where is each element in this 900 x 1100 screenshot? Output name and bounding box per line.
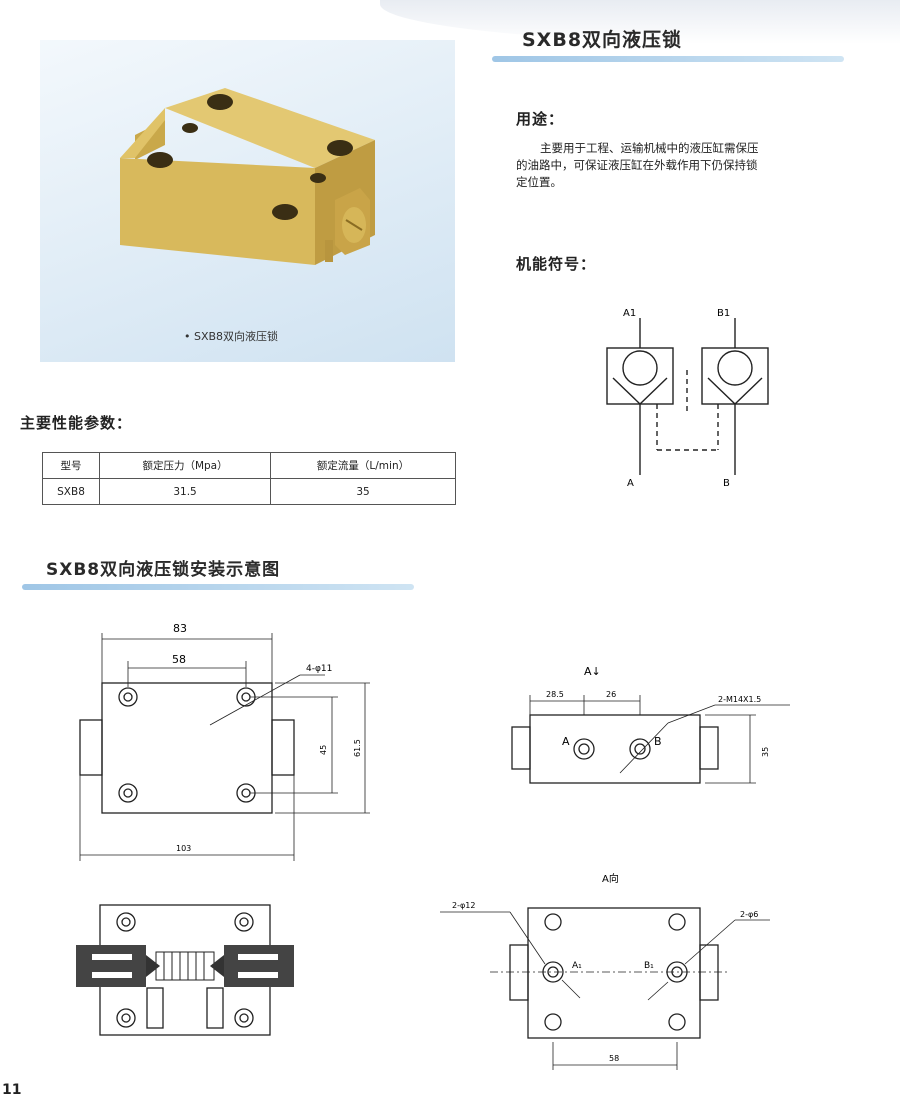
dim-h-outer: 61.5 <box>353 739 362 757</box>
side-port-a: A <box>562 735 570 748</box>
usage-line-1: 主要用于工程、运输机械中的液压缸需保压 <box>540 141 759 155</box>
title-underline <box>492 56 844 62</box>
a-view-port-b1: B₁ <box>644 961 654 971</box>
a-direction-view-drawing: A向 2-φ12 2-φ6 A₁ B₁ 58 <box>440 872 770 1070</box>
port-a-label: A <box>627 478 634 489</box>
dim-side-h: 35 <box>761 747 770 757</box>
page-number: 11 <box>2 1082 22 1098</box>
install-underline <box>22 584 414 590</box>
dim-side-thread: 2-M14X1.5 <box>718 695 761 704</box>
usage-paragraph: 主要用于工程、运输机械中的液压缸需保压 的油路中，可保证液压缸在外载作用下仍保持… <box>516 140 846 191</box>
symbol-heading: 机能符号： <box>516 255 597 273</box>
function-symbol-diagram: A1 B1 A B <box>606 308 769 489</box>
a-view-port-a1: A₁ <box>572 961 582 971</box>
dim-spacing: 58 <box>609 1054 619 1063</box>
side-view-title: A↓ <box>584 665 601 678</box>
usage-line-2: 的油路中，可保证液压缸在外载作用下仍保持锁 <box>516 158 758 172</box>
photo-caption: • SXB8双向液压锁 <box>184 330 279 343</box>
dim-h-inner: 45 <box>319 745 328 755</box>
table-cell: 35 <box>270 478 456 505</box>
port-a1-label: A1 <box>623 308 636 319</box>
product-title-bar: SXB8双向液压锁 <box>492 29 844 62</box>
table-header-cell: 额定压力（Mpa） <box>99 452 272 479</box>
install-title: SXB8双向液压锁安装示意图 <box>46 560 281 580</box>
top-view-drawing: 83 58 4-φ11 103 45 61.5 <box>79 622 370 861</box>
dim-width-outer: 83 <box>173 622 187 635</box>
performance-table: 型号 额定压力（Mpa） 额定流量（L/min） SXB8 31.5 35 <box>41 452 456 505</box>
side-port-b: B <box>654 735 662 748</box>
hydraulic-lock-block-icon <box>120 88 375 265</box>
table-cell: SXB8 <box>41 478 101 505</box>
dim-holes-big: 2-φ12 <box>452 901 475 910</box>
section-view-drawing <box>76 904 294 1036</box>
dim-holes-small: 2-φ6 <box>740 910 758 919</box>
dim-total: 103 <box>176 844 191 853</box>
product-photo <box>40 40 455 362</box>
port-b1-label: B1 <box>717 308 730 319</box>
table-header-cell: 额定流量（L/min） <box>270 452 456 479</box>
table-row: SXB8 31.5 35 <box>41 478 456 505</box>
a-view-title: A向 <box>602 872 619 885</box>
dim-side-d1: 28.5 <box>546 690 564 699</box>
table-header-row: 型号 额定压力（Mpa） 额定流量（L/min） <box>41 452 456 479</box>
port-b-label: B <box>723 478 730 489</box>
dim-width-inner: 58 <box>172 653 186 666</box>
performance-heading: 主要性能参数： <box>20 414 133 432</box>
usage-heading: 用途： <box>516 110 565 128</box>
table-cell: 31.5 <box>99 478 272 505</box>
side-view-drawing: A↓ 28.5 26 2-M14X1.5 A B 35 <box>511 665 790 784</box>
product-title: SXB8双向液压锁 <box>522 29 683 51</box>
table-header-cell: 型号 <box>41 452 101 479</box>
dim-holes: 4-φ11 <box>306 664 332 674</box>
dim-side-d2: 26 <box>606 690 616 699</box>
usage-line-3: 定位置。 <box>516 175 562 189</box>
install-title-bar: SXB8双向液压锁安装示意图 <box>22 560 414 590</box>
